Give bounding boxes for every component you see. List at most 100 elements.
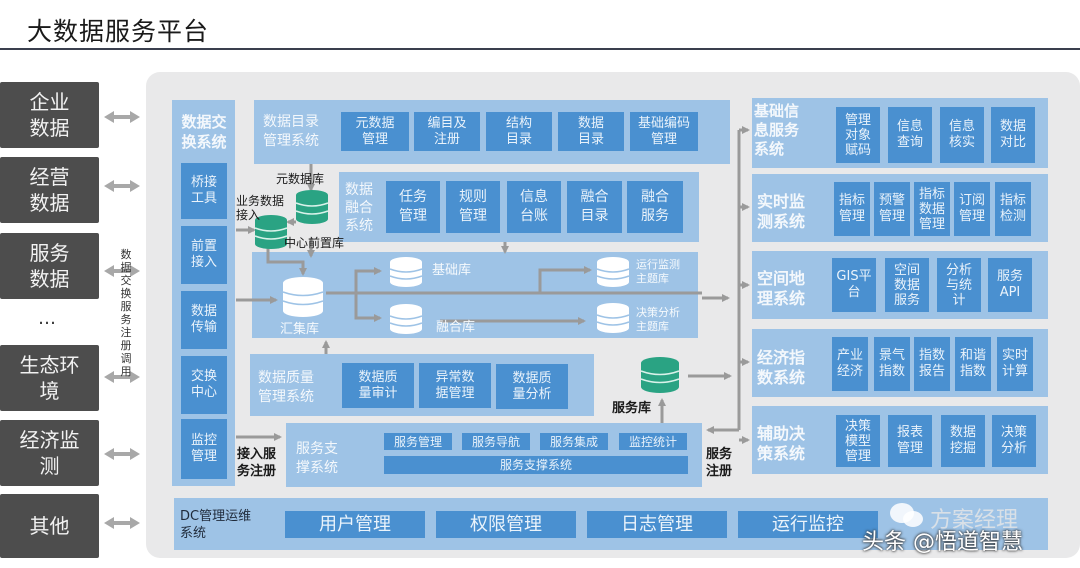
monitoring-management: 监控 管理 xyxy=(181,419,227,479)
realtime-monitoring-system-title: 实时监 测系统 xyxy=(757,192,806,231)
source-operation-data: 经营 数据 xyxy=(0,157,99,223)
note-char: 册 xyxy=(120,339,132,352)
data-transfer: 数据 传输 xyxy=(181,291,227,349)
source-other: 其他 xyxy=(0,494,99,558)
chip-service-management: 服务管理 xyxy=(384,433,452,450)
indicator-detection: 指标 检测 xyxy=(995,182,1031,236)
gis-platform: GIS平 台 xyxy=(832,258,876,312)
rule-management: 规则 管理 xyxy=(446,181,500,233)
abnormal-data-management: 异常数 据管理 xyxy=(419,363,491,408)
toutiao-watermark: 头条 @悟道智慧 xyxy=(862,530,1023,555)
chip-monitoring-stats: 监控统计 xyxy=(619,433,687,450)
metadata-management: 元数据 管理 xyxy=(341,112,409,151)
bridge-tool: 桥接 工具 xyxy=(181,163,227,219)
data-exchange-system-title: 数据交换系统 xyxy=(181,113,227,151)
info-ledger: 信息 台账 xyxy=(507,181,561,233)
service-registration-label: 服务 注册 xyxy=(706,447,733,479)
wechat-icon xyxy=(890,503,923,527)
ellipsis: … xyxy=(38,308,57,329)
title-divider xyxy=(0,48,1080,50)
subscription-management: 订阅 管理 xyxy=(954,182,990,236)
object-coding: 管理 对象 赋码 xyxy=(836,107,880,163)
log-management: 日志管理 xyxy=(587,511,727,538)
analysis-statistics: 分析 与统 计 xyxy=(937,258,981,312)
decision-model-management: 决策 模型 管理 xyxy=(836,415,880,467)
note-char: 数 xyxy=(120,248,132,261)
note-char: 务 xyxy=(120,313,132,326)
exchange-center: 交换 中心 xyxy=(181,356,227,414)
fusion-service: 融合 服务 xyxy=(627,181,683,233)
data-fusion-system-title: 数据 融合 系统 xyxy=(345,182,373,234)
source-label: 经济监 测 xyxy=(19,428,80,478)
base-code-management: 基础编码 管理 xyxy=(630,112,698,151)
warning-management: 预警 管理 xyxy=(874,182,910,236)
source-label: 生态环 境 xyxy=(19,353,80,403)
info-verification: 信息 核实 xyxy=(940,107,984,163)
report-management: 报表 管理 xyxy=(888,415,932,467)
page-title: 大数据服务平台 xyxy=(27,17,210,46)
prosperity-index: 景气 指数 xyxy=(874,337,910,391)
note-char: 调 xyxy=(120,352,132,365)
basic-info-service-system-title: 基础信 息服务 系统 xyxy=(754,102,800,158)
wechat-watermark: 方案经理 xyxy=(930,508,1019,533)
source-label: 服务 数据 xyxy=(29,241,70,291)
note-char: 交 xyxy=(120,274,132,287)
data-catalog: 数据 目录 xyxy=(558,112,624,151)
indicator-management: 指标 管理 xyxy=(834,182,870,236)
double-arrow-icon xyxy=(104,448,140,460)
decision-analysis: 决策 分析 xyxy=(992,415,1036,467)
source-label: 企业 数据 xyxy=(29,90,70,140)
source-service-data: 服务 数据 xyxy=(0,233,99,299)
harmony-index: 和谐 指数 xyxy=(955,337,991,391)
spatial-geo-system-title: 空间地 理系统 xyxy=(757,269,806,308)
note-char: 服 xyxy=(120,300,132,313)
data-comparison: 数据 对比 xyxy=(991,107,1035,163)
ingest-registration-label: 接入服 务注册 xyxy=(237,447,277,479)
double-arrow-icon xyxy=(104,111,140,123)
fusion-db-label: 融合库 xyxy=(436,320,476,335)
indicator-data-management: 指标 数据 管理 xyxy=(914,182,950,236)
dc-ops-system-title: DC管理运维 系统 xyxy=(180,509,252,541)
data-catalog-system-title: 数据目录 管理系统 xyxy=(263,114,319,149)
index-report: 指数 报告 xyxy=(914,337,950,391)
base-db-label: 基础库 xyxy=(432,263,472,278)
source-enterprise-data: 企业 数据 xyxy=(0,82,99,148)
service-db-label: 服务库 xyxy=(612,401,652,416)
runtime-monitoring: 运行监控 xyxy=(738,511,878,538)
realtime-calculation: 实时 计算 xyxy=(997,337,1033,391)
chip-service-integration: 服务集成 xyxy=(540,433,608,450)
source-ecology-data: 生态环 境 xyxy=(0,345,99,411)
service-support-bar: 服务支撑系统 xyxy=(384,456,688,474)
cataloging-registration: 编目及 注册 xyxy=(414,112,480,151)
double-arrow-icon xyxy=(104,180,140,192)
decision-support-system-title: 辅助决 策系统 xyxy=(757,424,806,463)
structure-catalog: 结构 目录 xyxy=(486,112,552,151)
source-economic-monitoring: 经济监 测 xyxy=(0,420,99,486)
data-quality-system-title: 数据质量 管理系统 xyxy=(258,370,314,405)
quality-analysis: 数据质 量分析 xyxy=(496,364,568,409)
note-char: 注 xyxy=(120,326,132,339)
exchange-registration-note: 数据交换服务注册调用 xyxy=(119,248,133,378)
decision-db-label: 决策分析 主题库 xyxy=(636,306,680,333)
collection-db-label: 汇集库 xyxy=(280,322,320,337)
metadata-db-label: 元数据库 xyxy=(276,172,325,186)
user-management: 用户管理 xyxy=(285,511,425,538)
quality-audit: 数据质 量审计 xyxy=(342,363,414,408)
economic-index-system-title: 经济指 数系统 xyxy=(757,348,806,387)
central-front-db-label: 中心前置库 xyxy=(284,236,345,250)
source-label: 其他 xyxy=(29,514,70,538)
fusion-catalog: 融合 目录 xyxy=(567,181,622,233)
chip-service-navigation: 服务导航 xyxy=(462,433,530,450)
info-query: 信息 查询 xyxy=(888,107,932,163)
spatial-data-service: 空间 数据 服务 xyxy=(885,258,929,312)
front-access: 前置 接入 xyxy=(181,226,227,284)
double-arrow-icon xyxy=(104,517,140,529)
industry-economy: 产业 经济 xyxy=(832,337,868,391)
business-ingest-label: 业务数据 接入 xyxy=(236,194,285,222)
permission-management: 权限管理 xyxy=(436,511,576,538)
service-support-system-title: 服务支 撑系统 xyxy=(296,441,338,476)
source-label: 经营 数据 xyxy=(29,165,70,215)
data-mining: 数据 挖掘 xyxy=(941,415,985,467)
service-api: 服务 API xyxy=(988,258,1032,312)
note-char: 用 xyxy=(120,365,132,378)
